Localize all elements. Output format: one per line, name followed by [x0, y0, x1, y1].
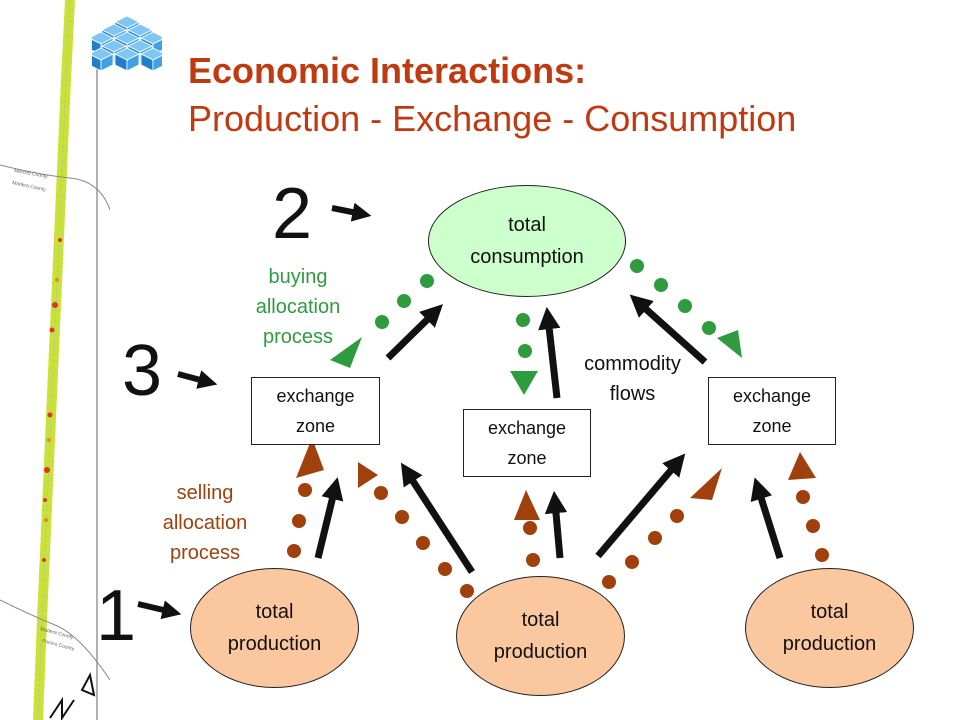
north-arrow-icon — [49, 672, 96, 720]
buying-dot-arrowhead — [510, 371, 538, 395]
commodity-flows-label: commodity flows — [570, 349, 695, 409]
commodity-arrow — [400, 462, 475, 574]
commodity-arrow — [314, 477, 344, 559]
selling-allocation-label: selling allocation process — [145, 478, 265, 568]
label-line: selling — [176, 482, 234, 504]
marker-1-arrow — [137, 600, 182, 620]
node-label: exchange — [276, 386, 355, 406]
cube-face — [126, 53, 140, 72]
selling-dot-arrowhead — [296, 438, 324, 478]
selling-dot-trails — [287, 438, 829, 598]
cube-face — [152, 55, 162, 72]
label-line: flows — [609, 383, 656, 405]
node-label: total — [810, 601, 849, 623]
selling-dot-arrowhead — [514, 490, 540, 520]
commodity-arrow — [544, 490, 568, 559]
node-label: total — [508, 214, 546, 236]
total-production-node-center: total production — [456, 576, 625, 696]
marker-2-arrow — [331, 202, 372, 222]
map-boundary — [0, 164, 110, 211]
exchange-zone-left: exchange zone — [251, 377, 380, 445]
buying-dot-trails — [330, 259, 742, 395]
marker-number-3: 3 — [122, 331, 163, 411]
cube-face — [100, 53, 114, 72]
total-consumption-node: total consumption — [428, 185, 626, 297]
total-production-node-left: total production — [190, 568, 359, 688]
marker-number-2: 2 — [272, 174, 313, 254]
node-label: exchange — [487, 418, 567, 438]
node-label: total — [521, 609, 560, 631]
map-county-label: Merced County — [14, 168, 49, 180]
node-label: consumption — [470, 246, 584, 268]
label-line: commodity — [584, 353, 681, 375]
commodity-arrow — [538, 306, 561, 399]
marker-3-arrow — [177, 370, 218, 389]
commodity-arrow — [750, 477, 784, 560]
label-line: process — [262, 326, 334, 348]
label-line: allocation — [255, 296, 341, 318]
label-line: allocation — [162, 512, 248, 534]
marker-pointer-arrows — [137, 202, 372, 620]
marker-number-1: 1 — [96, 576, 137, 656]
selling-dot-arrowhead — [788, 452, 816, 480]
buying-dot-arrowhead — [330, 337, 362, 368]
node-label: production — [782, 633, 877, 655]
selling-dot-arrowhead — [690, 468, 722, 500]
commodity-arrow — [385, 304, 444, 361]
node-label: zone — [507, 448, 547, 468]
total-production-node-right: total production — [745, 568, 914, 688]
node-label: total — [255, 601, 294, 623]
title-line-1: Economic Interactions: — [188, 50, 587, 91]
commodity-arrow — [629, 294, 708, 365]
commodity-arrow — [595, 453, 686, 559]
blue-cube-cluster-icon — [92, 15, 162, 72]
label-line: buying — [268, 266, 328, 288]
buying-dot-arrowhead — [717, 330, 742, 358]
buying-allocation-label: buying allocation process — [238, 262, 358, 352]
exchange-zone-center: exchange zone — [463, 409, 591, 477]
map-strip: Merced County Madera County Madera Count… — [0, 0, 110, 720]
exchange-zone-right: exchange zone — [708, 377, 836, 445]
node-label: production — [227, 633, 322, 655]
label-line: process — [169, 542, 241, 564]
node-label: zone — [752, 416, 792, 436]
node-label: production — [493, 641, 588, 663]
title-line-2: Production - Exchange - Consumption — [188, 98, 797, 139]
selling-dot-arrowhead — [358, 462, 378, 488]
commodity-flow-arrows — [314, 294, 784, 574]
node-label: zone — [295, 416, 336, 436]
map-red-patches — [42, 238, 62, 562]
node-label: exchange — [732, 386, 812, 406]
